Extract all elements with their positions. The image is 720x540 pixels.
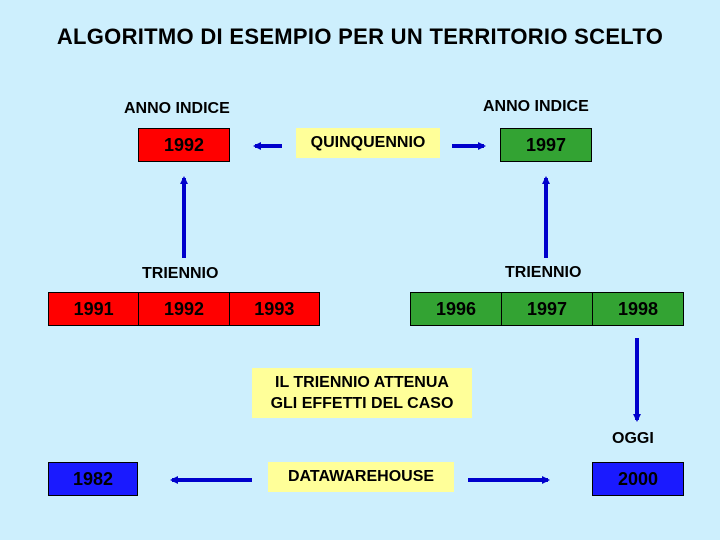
today-label: OGGI bbox=[612, 430, 654, 447]
datawarehouse-box: DATAWAREHOUSE bbox=[268, 462, 454, 492]
end-year-box: 2000 bbox=[592, 462, 684, 496]
left-triennio-year: 1992 bbox=[139, 293, 230, 325]
right-triennio-year: 1996 bbox=[411, 293, 502, 325]
right-triennio-year: 1998 bbox=[617, 298, 659, 319]
right-triennio-row: 1996 1997 1998 bbox=[410, 292, 684, 326]
left-triennio-label: TRIENNIO bbox=[142, 265, 219, 282]
start-year: 1982 bbox=[72, 468, 114, 489]
right-triennio-label: TRIENNIO bbox=[505, 264, 582, 281]
right-index-year-box: 1997 bbox=[500, 128, 592, 162]
left-index-year: 1992 bbox=[163, 134, 205, 155]
right-index-label: ANNO INDICE bbox=[483, 98, 589, 115]
end-year: 2000 bbox=[617, 468, 659, 489]
left-triennio-row: 1991 1992 1993 bbox=[48, 292, 320, 326]
note-box: IL TRIENNIO ATTENUA GLI EFFETTI DEL CASO bbox=[252, 368, 472, 418]
start-year-box: 1982 bbox=[48, 462, 138, 496]
note-line-1: IL TRIENNIO ATTENUA bbox=[275, 374, 449, 391]
period-label-box: QUINQUENNIO bbox=[296, 128, 440, 158]
datawarehouse-label: DATAWAREHOUSE bbox=[287, 468, 435, 485]
left-triennio-year: 1993 bbox=[254, 298, 295, 319]
left-index-label: ANNO INDICE bbox=[124, 100, 230, 117]
slide-title: ALGORITMO DI ESEMPIO PER UN TERRITORIO S… bbox=[56, 24, 664, 49]
left-triennio-year: 1991 bbox=[49, 293, 140, 325]
right-index-year: 1997 bbox=[525, 134, 567, 155]
left-index-year-box: 1992 bbox=[138, 128, 230, 162]
period-label: QUINQUENNIO bbox=[310, 134, 426, 151]
right-triennio-year: 1997 bbox=[502, 293, 593, 325]
note-line-2: GLI EFFETTI DEL CASO bbox=[270, 395, 454, 412]
